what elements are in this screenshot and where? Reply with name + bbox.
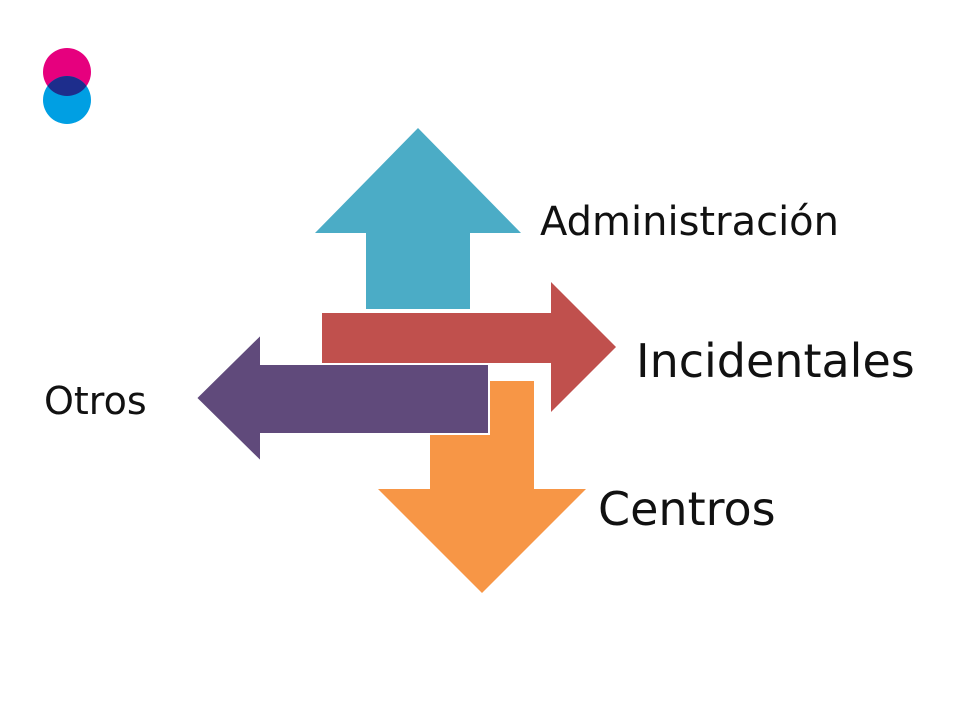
label-incidentales: Incidentales <box>636 334 915 388</box>
label-administracion: Administración <box>540 199 840 245</box>
label-otros: Otros <box>44 379 147 423</box>
logo-circles-icon <box>43 48 91 124</box>
logo-overlap <box>43 76 91 96</box>
arrow-left-otros <box>194 331 490 465</box>
arrow-up-administracion <box>315 128 521 309</box>
label-centros: Centros <box>598 482 776 536</box>
arrow-right-incidentales <box>322 282 616 412</box>
